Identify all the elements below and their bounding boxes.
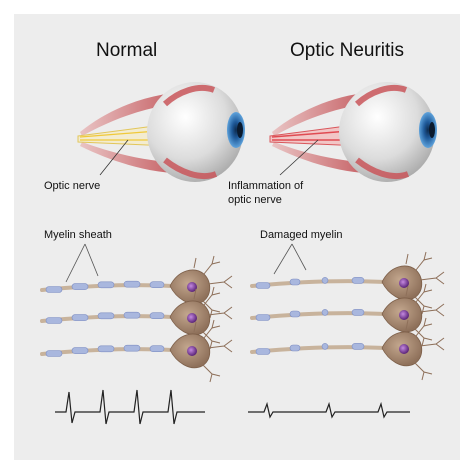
damaged-nucleus: [399, 278, 409, 288]
normal-myelin-segment: [123, 280, 141, 288]
damaged-nucleus: [399, 344, 409, 354]
damaged-myelin-label: Damaged myelin: [260, 229, 343, 241]
damaged-dendrites: [405, 283, 445, 347]
damaged-myelin-segment: [351, 343, 365, 350]
normal-myelin-segment: [97, 281, 115, 289]
damaged-myelin-segment: [289, 278, 301, 286]
normal-signal-trace: [55, 389, 205, 425]
normal-myelin-segment: [149, 345, 165, 353]
normal-neurons: [40, 255, 233, 383]
normal-myelin-segment: [97, 345, 115, 353]
optic-neuritis-title: Optic Neuritis: [290, 40, 405, 61]
normal-myelin-segment: [123, 311, 141, 319]
normal-title: Normal: [96, 40, 158, 61]
damaged-neuron-3: [250, 317, 445, 381]
damaged-myelin-pointers: [273, 243, 307, 275]
damaged-myelin-segment: [255, 314, 271, 321]
normal-nucleus: [187, 346, 197, 356]
damaged-myelin-segment: [255, 348, 271, 355]
normal-myelin-segment: [45, 317, 63, 324]
damaged-myelin-segment: [321, 277, 329, 284]
inflammation-label-line1: Inflammation of: [228, 180, 304, 192]
normal-neuron-2: [40, 286, 233, 350]
damaged-nucleus: [399, 310, 409, 320]
damaged-dendrites: [405, 317, 445, 381]
neuritis-eye: [269, 82, 437, 182]
damaged-neuron-2: [250, 283, 445, 347]
damaged-myelin-segment: [351, 309, 365, 316]
normal-neuron-3: [40, 319, 233, 383]
normal-myelin-segment: [123, 344, 141, 352]
normal-eye: [77, 82, 245, 182]
neuritis-signal-trace: [248, 401, 410, 419]
normal-myelin-segment: [71, 347, 89, 354]
normal-myelin-segment: [45, 286, 63, 293]
damaged-myelin-segment: [321, 343, 329, 350]
damaged-myelin-segment: [289, 310, 301, 318]
optic-nerve-label: Optic nerve: [44, 180, 101, 192]
damaged-axon: [250, 279, 386, 288]
damaged-myelin-segment: [351, 277, 365, 284]
normal-eyeball: [147, 82, 243, 182]
damaged-myelin-segment: [321, 309, 329, 316]
neuritis-eyeball: [339, 82, 435, 182]
normal-nucleus: [187, 282, 197, 292]
normal-dendrites: [193, 319, 233, 383]
normal-myelin-segment: [71, 314, 89, 321]
damaged-myelin-segment: [289, 344, 301, 352]
normal-neuron-1: [40, 255, 233, 319]
normal-myelin-segment: [149, 281, 165, 289]
inflammation-pointer: [279, 139, 319, 176]
myelin-sheath-label: Myelin sheath: [44, 229, 112, 241]
inflammation-label-line2: optic nerve: [228, 194, 282, 206]
myelin-sheath-pointers: [65, 243, 99, 283]
normal-myelin-segment: [97, 312, 115, 320]
damaged-neuron-1: [250, 251, 445, 315]
damaged-myelin-segment: [255, 282, 271, 289]
optic-nerve-pointer: [99, 139, 129, 176]
damaged-axon: [250, 345, 386, 354]
neuritis-iris: [419, 112, 437, 148]
damaged-dendrites: [405, 251, 445, 315]
damaged-neurons: [250, 251, 445, 381]
normal-iris: [227, 112, 245, 148]
normal-myelin-segment: [45, 350, 63, 357]
normal-myelin-segment: [71, 283, 89, 290]
damaged-axon: [250, 311, 386, 320]
normal-myelin-segment: [149, 312, 165, 320]
normal-nucleus: [187, 313, 197, 323]
